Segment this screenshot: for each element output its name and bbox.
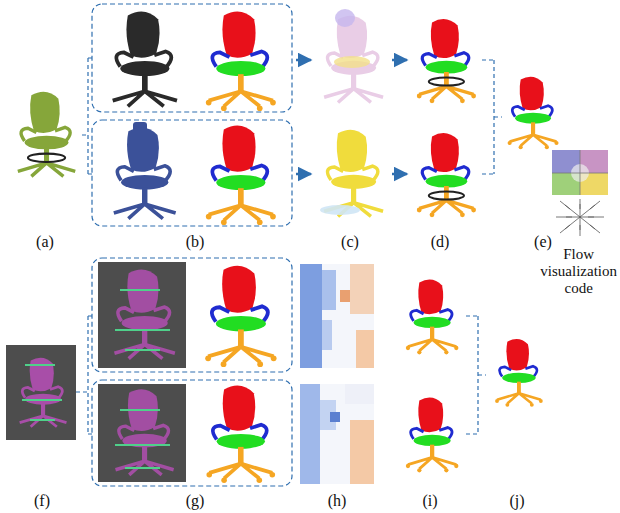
foot-ring xyxy=(28,154,65,162)
arrow xyxy=(296,59,311,62)
flow-color-key xyxy=(552,150,608,195)
panel-letter: (f) xyxy=(34,492,50,510)
warped-segmentation xyxy=(417,19,476,103)
flow-map xyxy=(300,384,374,484)
panel-letter: (h) xyxy=(328,492,347,510)
panel-letter: (b) xyxy=(186,233,205,251)
dashed-group xyxy=(92,120,292,226)
dashed-group xyxy=(92,4,292,112)
flow-map xyxy=(300,264,374,368)
chair-photo xyxy=(113,12,177,107)
flow-field xyxy=(324,9,383,102)
panel-letter: (j) xyxy=(509,492,524,510)
hog-image xyxy=(98,262,186,368)
result-segmentation xyxy=(508,77,559,149)
warped-segmentation xyxy=(406,280,459,355)
legend-caption: Flow visualization code xyxy=(540,246,617,297)
panel-letter: (i) xyxy=(422,492,437,510)
segmentation xyxy=(206,126,276,225)
panel-letter: (e) xyxy=(534,233,552,251)
segmentation xyxy=(205,266,276,367)
panel-letter: (d) xyxy=(431,233,450,251)
arrow xyxy=(392,173,407,176)
flow-field xyxy=(320,130,383,217)
branch-line xyxy=(76,316,92,434)
panel-letter: (g) xyxy=(186,492,205,510)
panel-letter: (c) xyxy=(341,233,359,251)
hog-image xyxy=(98,384,186,482)
chair-photo xyxy=(114,122,176,219)
merge-line xyxy=(466,316,486,434)
result-segmentation xyxy=(495,339,543,407)
warped-segmentation xyxy=(417,133,476,217)
arrow xyxy=(296,173,311,176)
flow-arrow-key xyxy=(556,199,604,236)
arrow xyxy=(392,59,407,62)
hog-image xyxy=(6,345,76,440)
input-chair xyxy=(18,92,75,177)
dashed-group xyxy=(92,258,292,372)
dashed-group xyxy=(92,380,292,486)
segmentation xyxy=(206,12,276,111)
segmentation xyxy=(206,386,275,484)
chair-photo xyxy=(18,92,75,177)
warped-segmentation xyxy=(406,398,459,473)
merge-line xyxy=(482,60,502,174)
branch-line xyxy=(82,58,92,174)
panel-letter: (a) xyxy=(36,233,54,251)
